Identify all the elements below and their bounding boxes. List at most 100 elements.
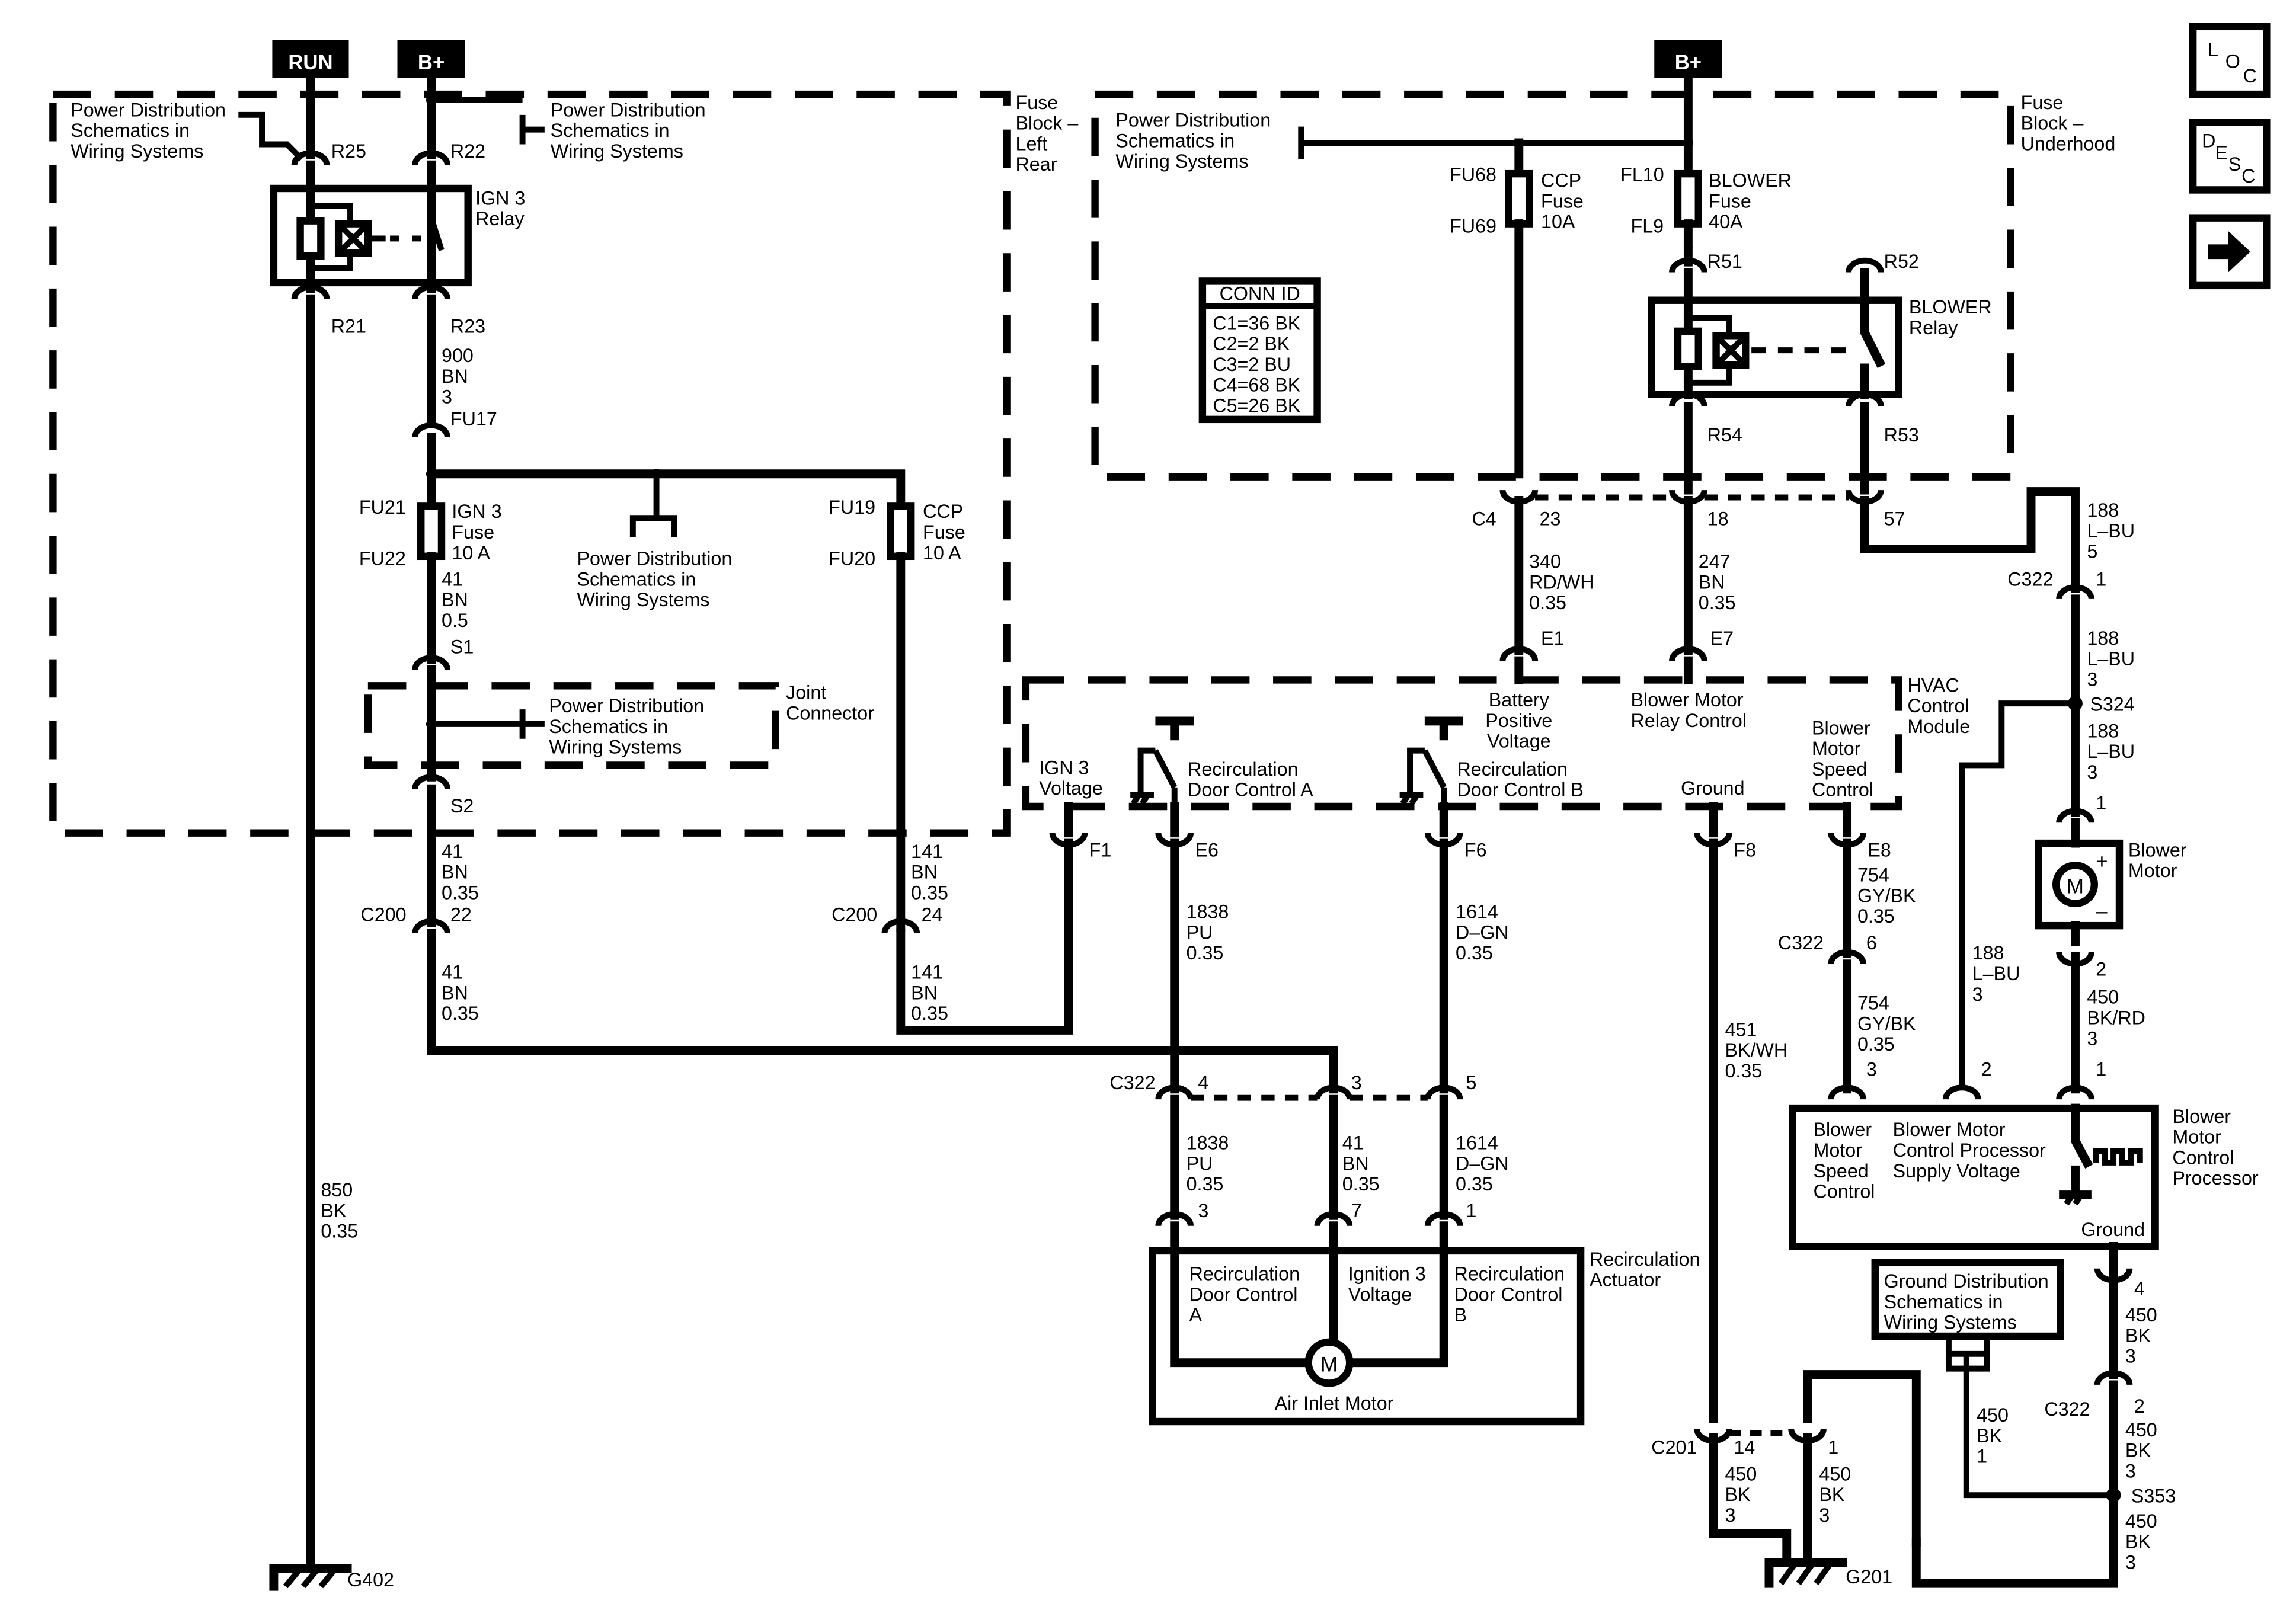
wire-41-c200-label: 41 BN 0.35 — [442, 962, 479, 1025]
svg-text:Wiring Systems: Wiring Systems — [1115, 151, 1248, 172]
svg-text:0.5: 0.5 — [442, 610, 468, 631]
fu19-label: FU19 — [829, 497, 875, 518]
ccp-fuse-left — [887, 502, 915, 561]
wire-850-label: 850 BK 0.35 — [321, 1179, 358, 1242]
svg-text:3: 3 — [2087, 668, 2097, 690]
svg-text:BN: BN — [442, 366, 468, 387]
wire-340-label: 340 RD/WH 0.35 — [1529, 551, 1594, 614]
fuse-block-left-rear-outline — [49, 90, 1011, 837]
svg-text:754: 754 — [1857, 865, 1889, 886]
svg-text:450: 450 — [1725, 1463, 1757, 1484]
ccp-fuse-left-label: CCP Fuse 10 A — [923, 501, 965, 564]
svg-text:900: 900 — [442, 345, 474, 366]
svg-text:0.35: 0.35 — [911, 1003, 948, 1024]
svg-text:Speed: Speed — [1812, 758, 1867, 780]
svg-text:BN: BN — [911, 982, 938, 1003]
svg-text:41: 41 — [442, 962, 463, 983]
fu68-label: FU68 — [1450, 164, 1496, 185]
svg-text:0.35: 0.35 — [1857, 1033, 1895, 1055]
svg-text:Control: Control — [1907, 695, 1969, 716]
f6-label: F6 — [1464, 839, 1487, 860]
svg-text:450: 450 — [2125, 1419, 2157, 1441]
fuse-block-underhood-outline — [1091, 90, 2014, 481]
svg-text:A: A — [1189, 1304, 1203, 1326]
hvac-control-module-outline — [1022, 676, 1902, 811]
wire-450b-label: 450 BK 3 — [2125, 1419, 2157, 1482]
fl10-label: FL10 — [1620, 164, 1664, 185]
svg-text:Door Control A: Door Control A — [1188, 779, 1313, 801]
svg-text:Recirculation: Recirculation — [1454, 1263, 1565, 1285]
wire-754a-label: 754 GY/BK 0.35 — [1857, 865, 1916, 927]
svg-text:188: 188 — [2087, 720, 2119, 741]
bplus-tag-right: B+ — [1654, 40, 1722, 78]
svg-text:1614: 1614 — [1456, 901, 1498, 923]
battery-voltage-label: Battery Positive Voltage — [1485, 689, 1552, 752]
svg-text:850: 850 — [321, 1179, 353, 1201]
r23-label: R23 — [450, 315, 485, 337]
svg-text:BK/WH: BK/WH — [1725, 1039, 1787, 1061]
svg-text:451: 451 — [1725, 1019, 1757, 1040]
next-button[interactable] — [2189, 214, 2271, 290]
svg-text:141: 141 — [911, 962, 943, 983]
c201-pin1: 1 — [1828, 1437, 1838, 1458]
svg-text:Recirculation: Recirculation — [1590, 1249, 1700, 1270]
blower-relay-label: BLOWER Relay — [1909, 296, 1992, 338]
svg-text:BK: BK — [2125, 1325, 2151, 1346]
pin2-188: 2 — [1981, 1058, 1992, 1080]
svg-text:Relay: Relay — [475, 208, 525, 229]
blower-motor: M + – — [2035, 818, 2124, 946]
svg-text:Blower: Blower — [1812, 717, 1870, 738]
ign3-fuse-label: IGN 3 Fuse 10 A — [452, 501, 501, 564]
wire-450a-label: 450 BK 3 — [2125, 1304, 2157, 1367]
fu22-label: FU22 — [359, 548, 406, 569]
bmcp-title: Blower Motor Control Processor — [2172, 1106, 2258, 1189]
svg-text:BLOWER: BLOWER — [1909, 296, 1992, 318]
wire-450-bkrd-label: 450 BK/RD 3 — [2087, 987, 2145, 1049]
svg-text:Fuse: Fuse — [1016, 92, 1059, 113]
svg-text:BN: BN — [442, 862, 468, 883]
svg-text:Wiring Systems: Wiring Systems — [551, 140, 683, 162]
wire-1838a-label: 1838 PU 0.35 — [1187, 901, 1229, 964]
svg-text:0.35: 0.35 — [1456, 1173, 1493, 1195]
r51-label: R51 — [1707, 251, 1742, 272]
loc-button[interactable]: L O C — [2189, 23, 2271, 98]
svg-text:Blower: Blower — [2128, 839, 2187, 860]
svg-text:450: 450 — [2125, 1304, 2157, 1326]
c200-left-label: C200 — [360, 904, 406, 926]
r22-label: R22 — [450, 140, 485, 162]
svg-text:141: 141 — [911, 841, 943, 862]
air-inlet-motor-label: Air Inlet Motor — [1275, 1393, 1394, 1414]
blower-motor-control-processor — [1789, 1103, 2159, 1250]
wire-450d-label: 450 BK 3 — [1725, 1463, 1757, 1526]
svg-text:41: 41 — [1342, 1132, 1364, 1154]
svg-text:Schematics in: Schematics in — [1115, 130, 1235, 151]
svg-text:Wiring Systems: Wiring Systems — [549, 737, 682, 758]
fu20-label: FU20 — [829, 548, 875, 569]
svg-text:Motor: Motor — [2128, 860, 2177, 881]
svg-text:1838: 1838 — [1187, 901, 1229, 923]
svg-text:Schematics in: Schematics in — [577, 568, 696, 590]
s1-label: S1 — [450, 636, 474, 658]
hvac-ground-label: Ground — [1681, 777, 1745, 799]
pds-right-text: Power Distribution Schematics in Wiring … — [551, 99, 706, 162]
bmcp-ground-label: Ground — [2081, 1219, 2145, 1240]
desc-button[interactable]: D E S C — [2189, 119, 2271, 194]
bmcp-supply-label: Blower Motor Control Processor Supply Vo… — [1893, 1119, 2046, 1182]
svg-text:0.35: 0.35 — [321, 1221, 358, 1242]
wire-41-s2-label: 41 BN 0.35 — [442, 841, 479, 904]
svg-text:Power Distribution: Power Distribution — [71, 99, 226, 120]
act-pin7: 7 — [1351, 1200, 1362, 1221]
r25-label: R25 — [331, 140, 366, 162]
pds-underhood-text: Power Distribution Schematics in Wiring … — [1115, 110, 1271, 172]
svg-text:BK: BK — [2125, 1440, 2151, 1461]
svg-text:Connector: Connector — [786, 702, 874, 724]
svg-text:D–GN: D–GN — [1456, 1153, 1509, 1174]
svg-text:Motor: Motor — [1813, 1140, 1862, 1161]
bmcp-pin4: 4 — [2134, 1278, 2145, 1299]
pin3-754: 3 — [1866, 1058, 1877, 1080]
svg-text:L–BU: L–BU — [2087, 648, 2135, 670]
e6-label: E6 — [1195, 839, 1218, 860]
svg-text:E: E — [2215, 142, 2228, 163]
wire-41-05-label: 41 BN 0.5 — [442, 568, 468, 631]
e8-label: E8 — [1868, 839, 1891, 860]
